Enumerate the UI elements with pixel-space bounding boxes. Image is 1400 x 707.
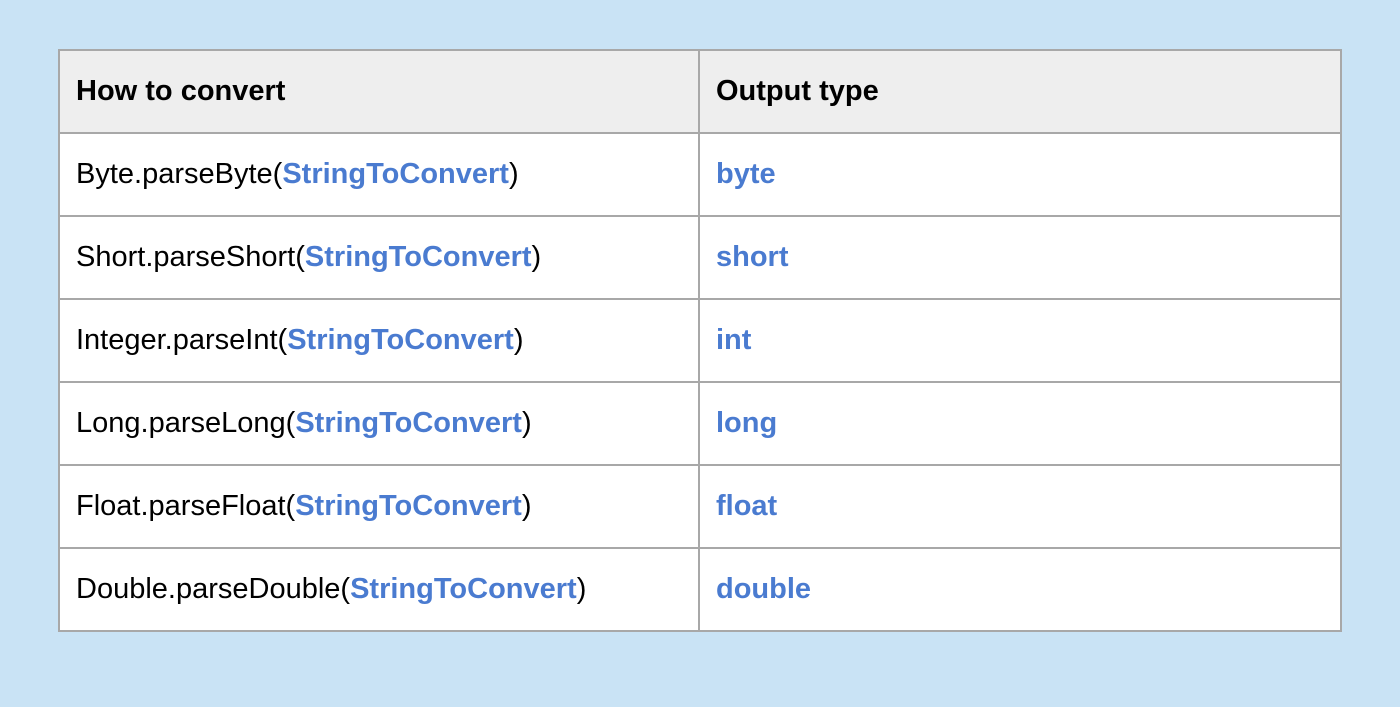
output-type: byte bbox=[716, 158, 776, 190]
table-row: Double.parseDouble(StringToConvert) doub… bbox=[58, 547, 1342, 632]
output-type-cell: int bbox=[698, 298, 1342, 383]
open-paren: ( bbox=[340, 573, 351, 605]
column-header-output-type: Output type bbox=[698, 49, 1342, 134]
open-paren: ( bbox=[277, 324, 288, 356]
table-row: Integer.parseInt(StringToConvert) int bbox=[58, 298, 1342, 383]
open-paren: ( bbox=[285, 490, 296, 522]
close-paren: ) bbox=[576, 573, 587, 605]
table-header-row: How to convert Output type bbox=[58, 49, 1342, 134]
method-cell: Byte.parseByte(StringToConvert) bbox=[58, 132, 700, 217]
method-cell: Double.parseDouble(StringToConvert) bbox=[58, 547, 700, 632]
conversion-table-container: How to convert Output type Byte.parseByt… bbox=[58, 49, 1342, 632]
output-type: double bbox=[716, 573, 812, 605]
argument-name: StringToConvert bbox=[350, 573, 577, 605]
output-type-cell: byte bbox=[698, 132, 1342, 217]
argument-name: StringToConvert bbox=[304, 241, 532, 273]
argument-name: StringToConvert bbox=[282, 158, 509, 190]
table-row: Short.parseShort(StringToConvert) short bbox=[58, 215, 1342, 300]
argument-name: StringToConvert bbox=[295, 407, 522, 439]
output-type: int bbox=[716, 324, 752, 356]
table-row: Long.parseLong(StringToConvert) long bbox=[58, 381, 1342, 466]
column-header-how-to-convert: How to convert bbox=[58, 49, 700, 134]
output-type-cell: double bbox=[698, 547, 1342, 632]
close-paren: ) bbox=[508, 158, 519, 190]
argument-name: StringToConvert bbox=[295, 490, 522, 522]
method-cell: Long.parseLong(StringToConvert) bbox=[58, 381, 700, 466]
output-type-cell: long bbox=[698, 381, 1342, 466]
output-type-cell: short bbox=[698, 215, 1342, 300]
close-paren: ) bbox=[531, 241, 542, 273]
open-paren: ( bbox=[272, 158, 283, 190]
method-cell: Integer.parseInt(StringToConvert) bbox=[58, 298, 700, 383]
open-paren: ( bbox=[285, 407, 296, 439]
open-paren: ( bbox=[295, 241, 305, 273]
argument-name: StringToConvert bbox=[287, 324, 514, 356]
table-row: Float.parseFloat(StringToConvert) float bbox=[58, 464, 1342, 549]
output-type-cell: float bbox=[698, 464, 1342, 549]
table-row: Byte.parseByte(StringToConvert) byte bbox=[58, 132, 1342, 217]
method-cell: Float.parseFloat(StringToConvert) bbox=[58, 464, 700, 549]
method-name: Long.parseLong bbox=[76, 407, 286, 439]
method-name: Short.parseShort bbox=[76, 241, 296, 273]
method-name: Double.parseDouble bbox=[76, 573, 341, 605]
close-paren: ) bbox=[521, 490, 532, 522]
output-type: short bbox=[716, 241, 789, 273]
output-type: long bbox=[716, 407, 778, 439]
close-paren: ) bbox=[521, 407, 532, 439]
conversion-table: How to convert Output type Byte.parseByt… bbox=[58, 49, 1342, 632]
method-name: Integer.parseInt bbox=[76, 324, 278, 356]
method-name: Float.parseFloat bbox=[76, 490, 286, 522]
method-cell: Short.parseShort(StringToConvert) bbox=[58, 215, 700, 300]
close-paren: ) bbox=[513, 324, 524, 356]
method-name: Byte.parseByte bbox=[76, 158, 273, 190]
output-type: float bbox=[716, 490, 778, 522]
